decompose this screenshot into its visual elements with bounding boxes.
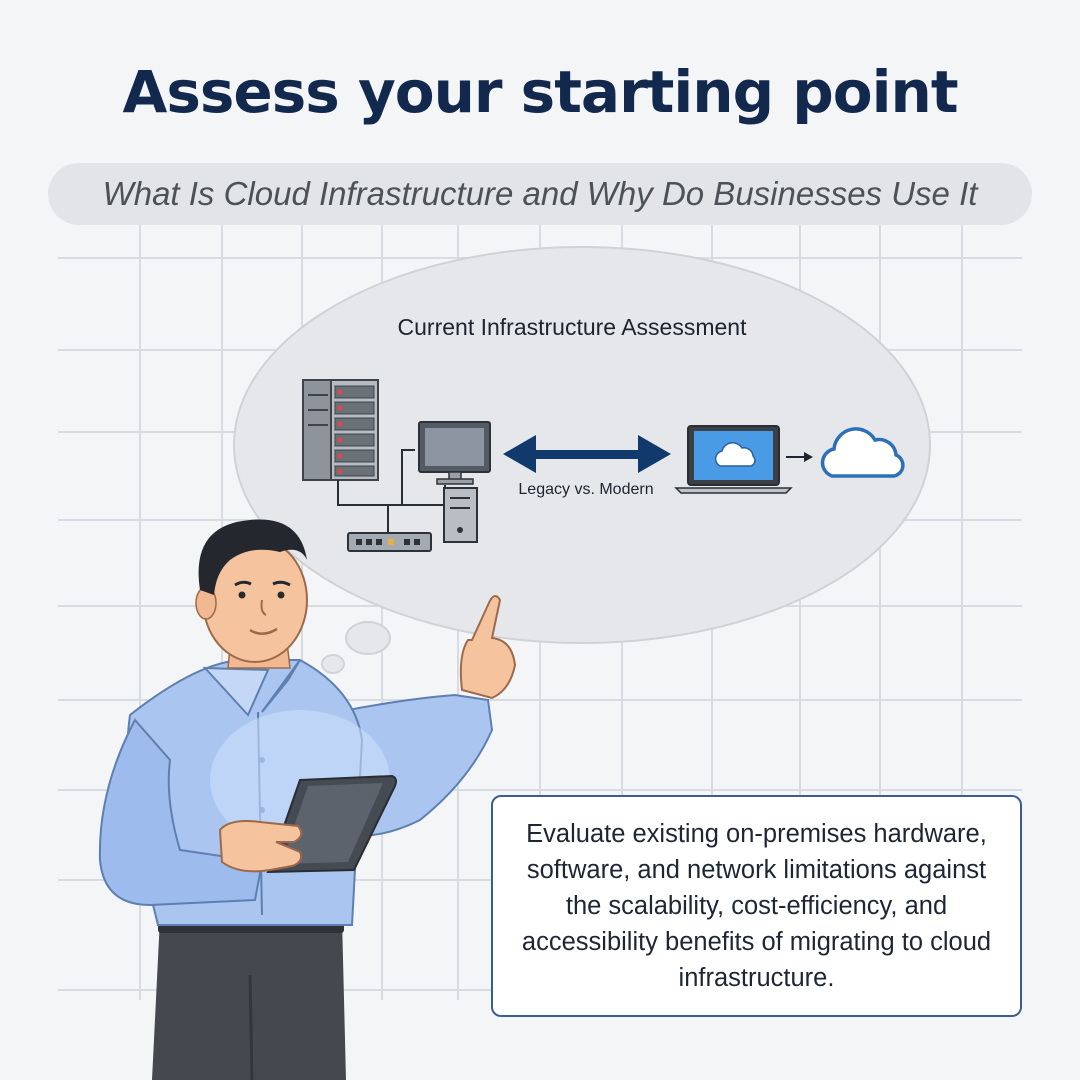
subtitle-pill: What Is Cloud Infrastructure and Why Do … [48,163,1032,225]
laptop-cloud-icon [674,425,793,494]
description-text: Evaluate existing on-premises hardware, … [521,820,992,992]
desktop-computer-icon [418,421,491,543]
server-rack-icon [302,379,379,481]
network-switch-icon [347,532,432,552]
comparison-label: Legacy vs. Modern [518,481,653,498]
subtitle-text: What Is Cloud Infrastructure and Why Do … [102,175,978,212]
arrow-right-icon [786,452,813,462]
description-callout: Evaluate existing on-premises hardware, … [491,795,1022,1017]
businessman-illustration [98,519,517,1080]
double-arrow-icon [503,435,671,473]
cloud-icon [820,427,905,478]
bubble-heading: Current Infrastructure Assessment [398,314,748,340]
page-title: Assess your starting point [122,58,958,126]
